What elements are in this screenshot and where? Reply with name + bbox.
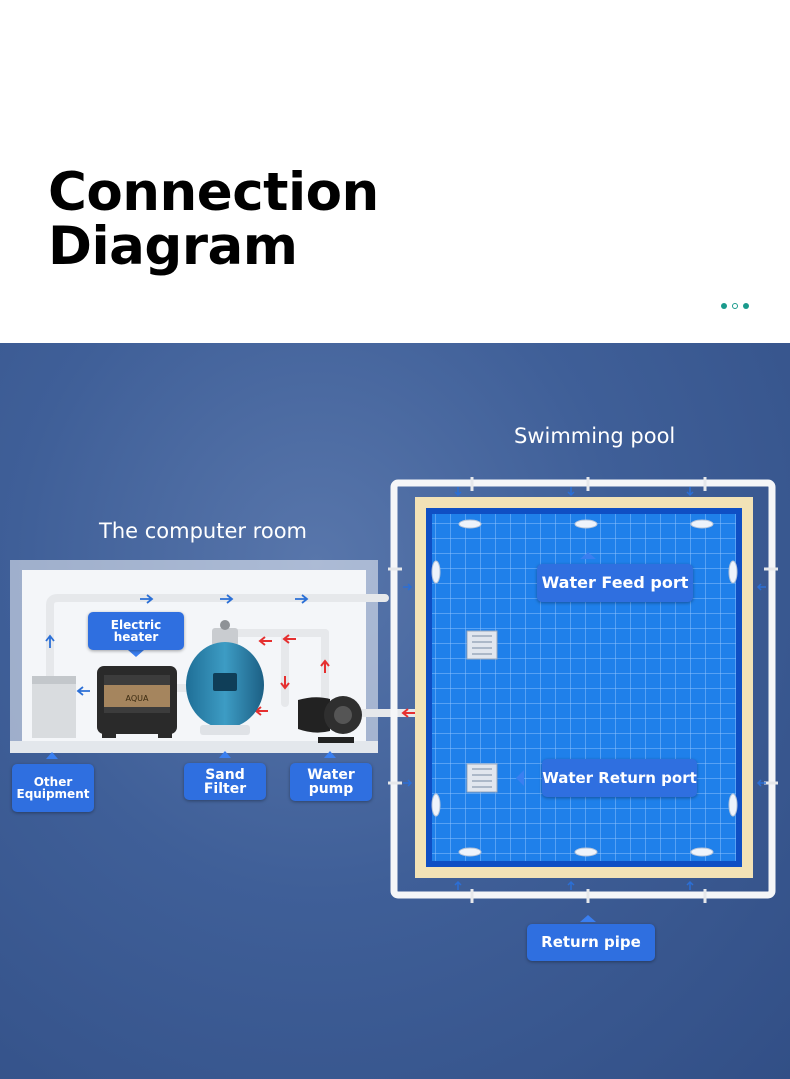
pool-inlets [431,519,738,857]
water-pump-unit [298,696,362,743]
water-return-port-text: Water Return port [542,768,697,787]
dot-3 [743,303,749,309]
page-title: Connection Diagram [48,166,379,274]
dot-2 [732,303,738,309]
electric-heater-unit: AQUA [97,666,177,738]
pipe-flow-arrows [45,594,309,696]
other-equipment-label: Other Equipment [12,764,94,812]
connection-diagram: AQUA [0,343,790,1079]
sand-filter-unit [186,620,264,735]
title-line-1: Connection [48,162,379,223]
other-equipment-text: Other Equipment [16,775,90,801]
electric-heater-label: Electric heater [88,612,184,650]
water-pump-label: Water pump [290,763,372,801]
return-grates [466,630,498,793]
heater-brand: AQUA [126,694,149,703]
pool-frame-pipes [390,479,776,899]
diagram-graphics: AQUA [10,477,778,922]
water-return-port-label: Water Return port [542,759,697,797]
sand-filter-label: Sand Filter [184,763,266,800]
dot-1 [721,303,727,309]
sand-filter-text: Sand Filter [203,766,247,797]
label-pointers [46,552,596,922]
water-feed-port-text: Water Feed port [541,573,689,592]
water-feed-port-label: Water Feed port [537,564,693,602]
return-pipe-label: Return pipe [527,924,655,961]
pool-body [415,497,753,878]
swimming-pool-caption: Swimming pool [514,424,676,448]
pagination-dots [721,303,749,309]
electric-heater-text: Electric heater [110,618,162,644]
computer-room-caption: The computer room [99,519,308,543]
water-pump-text: Water pump [307,767,355,797]
other-equipment-unit [32,676,76,738]
pool-frame-joints [388,477,778,903]
frame-arrows [403,487,766,890]
return-pipe-text: Return pipe [541,933,641,951]
title-line-2: Diagram [48,216,298,277]
